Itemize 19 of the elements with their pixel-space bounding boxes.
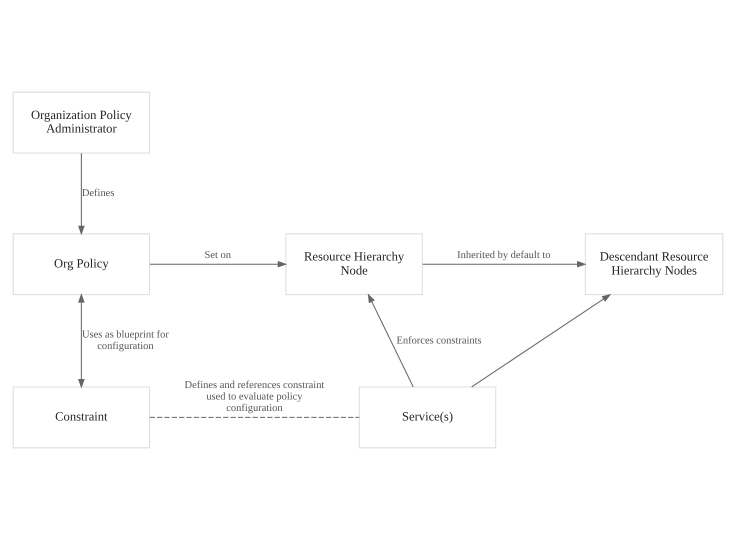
node-box: Resource Hierarchy Node: [285, 233, 423, 296]
node-box: Constraint: [12, 386, 150, 448]
edge-label: Enforces constraints: [396, 335, 482, 346]
connector: [150, 416, 360, 418]
arrow: [422, 260, 586, 268]
edge-label: Uses as blueprint for configuration: [82, 330, 169, 352]
node-box: Descendant Resource Hierarchy Nodes: [584, 233, 724, 296]
edge-label: Inherited by default to: [457, 250, 551, 261]
node-box: Organization Policy Administrator: [12, 92, 150, 154]
node-box: Service(s): [358, 386, 496, 448]
node-box: Org Policy: [12, 233, 150, 296]
edge-label: Defines and references constraint used to evaluate policy configuration: [184, 380, 324, 414]
arrow: [78, 293, 85, 388]
arrow: [150, 260, 288, 268]
arrow: [471, 294, 612, 388]
arrow: [78, 153, 85, 236]
arrow: [368, 293, 414, 388]
edge-label: Set on: [204, 250, 231, 261]
edge-label: Defines: [82, 188, 114, 200]
